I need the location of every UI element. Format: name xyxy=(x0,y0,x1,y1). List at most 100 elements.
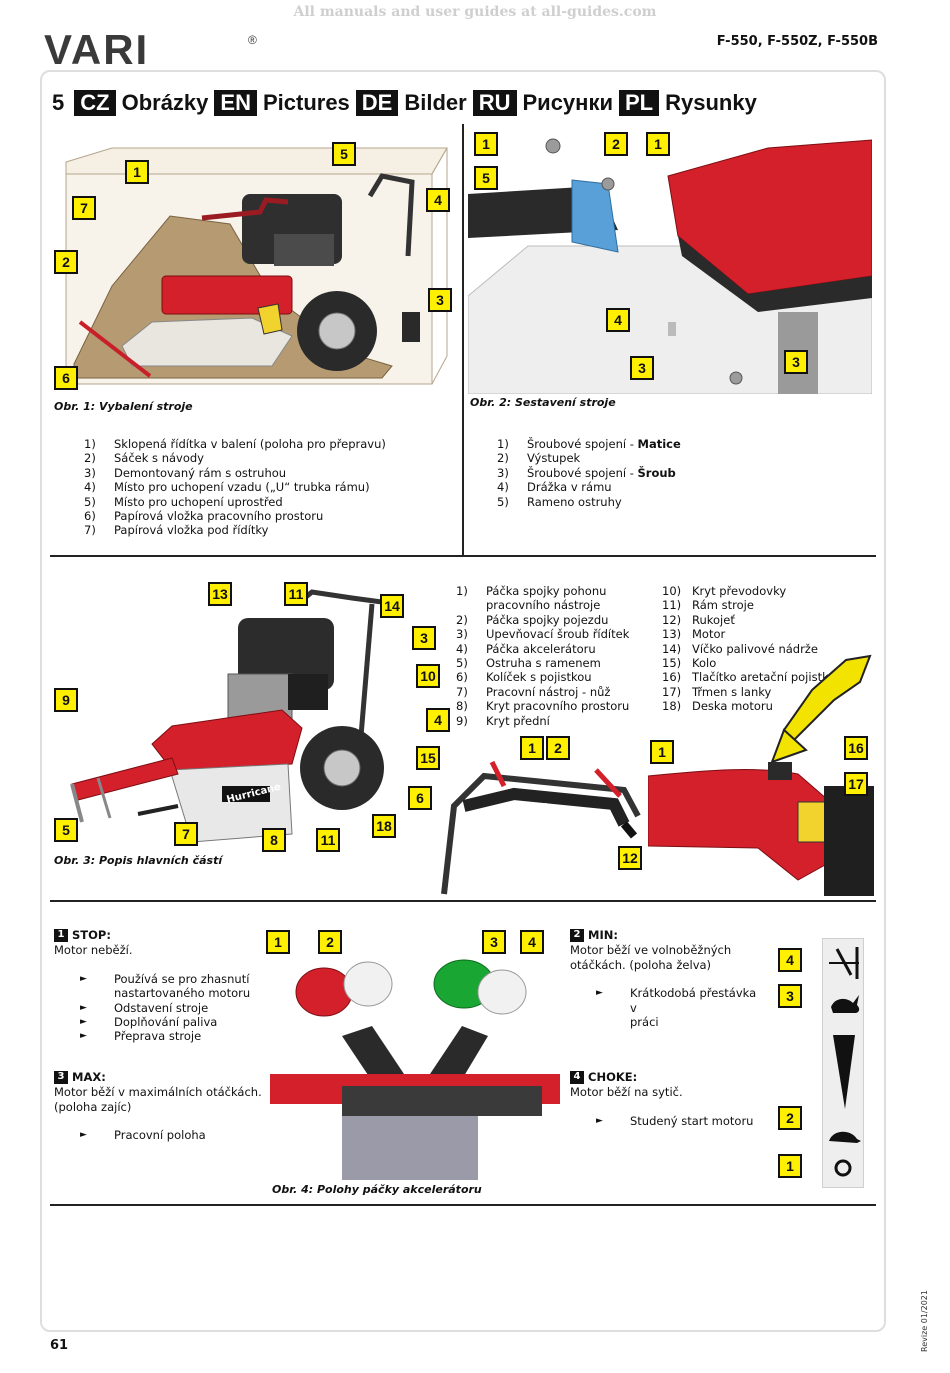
legend-item: 4)Místo pro uchopení vzadu („U“ trubka r… xyxy=(84,480,454,494)
callout-4: 4 xyxy=(426,188,450,212)
legend-item: 1)Páčka spojky pohonu xyxy=(456,584,656,598)
divider-1 xyxy=(50,555,876,557)
callout-3: 3 xyxy=(778,984,802,1008)
callout-7: 7 xyxy=(72,196,96,220)
turtle-icon xyxy=(829,1132,861,1143)
legend-item: 4)Páčka akcelerátoru xyxy=(456,642,656,656)
lang-pl: PL xyxy=(619,90,659,116)
legend-item: 3)Demontovaný rám s ostruhou xyxy=(84,466,454,480)
callout-6: 6 xyxy=(54,366,78,390)
callout-2: 2 xyxy=(318,930,342,954)
legend-item: 13)Motor xyxy=(662,627,868,641)
vari-logo: VARI ® xyxy=(44,30,264,70)
handle-brand-label: VARI xyxy=(524,802,547,813)
title-cz: Obrázky xyxy=(122,90,209,116)
title-en: Pictures xyxy=(263,90,350,116)
rabbit-icon xyxy=(831,995,859,1013)
figure-2-caption: Obr. 2: Sestavení stroje xyxy=(470,396,616,409)
callout-1b: 1 xyxy=(646,132,670,156)
legend-item: 6)Kolíček s pojistkou xyxy=(456,670,656,684)
bullet-item: ►Doplňování paliva xyxy=(80,1015,264,1029)
legend-item: 6)Papírová vložka pracovního prostoru xyxy=(84,509,454,523)
legend-item: 5)Rameno ostruhy xyxy=(497,495,867,509)
legend-item: pracovního nástroje xyxy=(456,598,656,612)
callout-1: 1 xyxy=(266,930,290,954)
lang-cz: CZ xyxy=(74,90,115,116)
legend-item: 5)Místo pro uchopení uprostřed xyxy=(84,495,454,509)
callout-13: 13 xyxy=(208,582,232,606)
divider-3 xyxy=(50,1204,876,1206)
bullet-item: nastartovaného motoru xyxy=(80,986,264,1000)
callout-9: 9 xyxy=(54,688,78,712)
callout-1: 1 xyxy=(650,740,674,764)
figure-2-assembly: 1 2 1 5 4 3 3 xyxy=(468,126,872,394)
handle-detail: VARI 4 1 2 12 xyxy=(424,706,646,896)
throttle-symbol-strip xyxy=(822,938,864,1188)
page-number: 61 xyxy=(50,1338,68,1353)
bullet-item: ►Krátkodobá přestávka v xyxy=(596,986,766,1015)
mode-desc: Motor neběží. xyxy=(54,943,264,957)
unpacking-illustration xyxy=(52,126,454,396)
mode-desc: Motor běží na sytič. xyxy=(570,1085,766,1099)
handle-illustration: VARI xyxy=(424,706,646,896)
legend-item: 7)Papírová vložka pod řídítky xyxy=(84,523,454,537)
legend-item: 4)Drážka v rámu xyxy=(497,480,867,494)
mode-desc: Motor běží v maximálních otáčkách. (polo… xyxy=(54,1085,264,1114)
model-list: F-550, F-550Z, F-550B xyxy=(717,34,878,49)
section-number: 5 xyxy=(52,90,64,116)
legend-item: 7)Pracovní nástroj - nůž xyxy=(456,685,656,699)
bullet-item: ►Přeprava stroje xyxy=(80,1029,264,1043)
lang-en: EN xyxy=(214,90,257,116)
stop-ring-icon xyxy=(836,1161,850,1175)
callout-10: 10 xyxy=(416,664,440,688)
callout-2: 2 xyxy=(604,132,628,156)
callout-1: 1 xyxy=(125,160,149,184)
callout-1: 1 xyxy=(474,132,498,156)
legend-item: 5)Ostruha s ramenem xyxy=(456,656,656,670)
callout-17: 17 xyxy=(844,772,868,796)
legend-item: 2)Sáček s návody xyxy=(84,451,454,465)
legend-item: 1)Sklopená řídítka v balení (poloha pro … xyxy=(84,437,454,451)
legend-item: 3)Šroubové spojení - Šroub xyxy=(497,466,867,480)
figure-2-legend: 1)Šroubové spojení - Matice 2)Výstupek 3… xyxy=(497,437,867,509)
legend-item: 11)Rám stroje xyxy=(662,598,868,612)
legend-item: 12)Rukojeť xyxy=(662,613,868,627)
callout-4: 4 xyxy=(520,930,544,954)
bullet-item: ►Odstavení stroje xyxy=(80,1001,264,1015)
watermark: All manuals and user guides at all-guide… xyxy=(0,4,950,20)
callout-1: 1 xyxy=(778,1154,802,1178)
callout-3: 3 xyxy=(630,356,654,380)
legend-item: 3)Upevňovací šroub řídítek xyxy=(456,627,656,641)
title-ru: Рисунки xyxy=(523,90,614,116)
mode-desc: Motor běží ve volnoběžných otáčkách. (po… xyxy=(570,943,766,972)
callout-3b: 3 xyxy=(784,350,808,374)
lang-ru: RU xyxy=(473,90,517,116)
bullet-item: ►Používá se pro zhasnutí xyxy=(80,972,264,986)
figure-1-unpacking: 1 5 4 7 2 3 6 xyxy=(52,126,454,396)
callout-12: 12 xyxy=(618,846,642,870)
figure-1-legend: 1)Sklopená řídítka v balení (poloha pro … xyxy=(84,437,454,538)
divider-2 xyxy=(50,900,876,902)
mode-title: STOP xyxy=(72,928,106,942)
figure-4-accelerator: 1 2 3 4 xyxy=(262,926,562,1180)
legend-item: 1)Šroubové spojení - Matice xyxy=(497,437,867,451)
bullet-item: ►Studený start motoru xyxy=(596,1114,766,1128)
callout-7: 7 xyxy=(174,822,198,846)
callout-3: 3 xyxy=(412,626,436,650)
callout-4: 4 xyxy=(606,308,630,332)
mode-max: 3MAX: Motor běží v maximálních otáčkách.… xyxy=(54,1070,264,1143)
callout-5: 5 xyxy=(332,142,356,166)
legend-item: 10)Kryt převodovky xyxy=(662,584,868,598)
divider-vertical xyxy=(462,124,464,556)
figure-1-caption: Obr. 1: Vybalení stroje xyxy=(54,400,193,413)
bullet-item: ►Pracovní poloha xyxy=(80,1128,264,1142)
assembly-illustration xyxy=(468,126,872,394)
figure-3-main-parts: Hurricane 13 11 14 3 10 9 15 6 18 5 7 8 … xyxy=(52,578,450,854)
bullet-item: práci xyxy=(596,1015,766,1029)
safety-illustration xyxy=(648,650,874,896)
callout-5: 5 xyxy=(474,166,498,190)
